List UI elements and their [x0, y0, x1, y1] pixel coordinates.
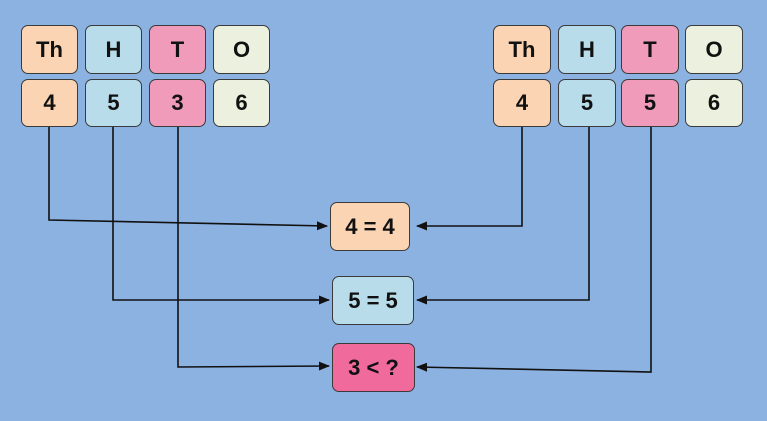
comparison-tens: 3 < ? — [332, 343, 415, 392]
right-digit-tens: 5 — [621, 79, 679, 127]
left-digit-thousands: 4 — [21, 79, 78, 127]
left-header-tens: T — [149, 25, 206, 74]
right-header-thousands: Th — [493, 25, 551, 74]
arrow-right-tens — [415, 127, 652, 373]
right-header-tens: T — [621, 25, 679, 74]
left-header-hundreds: H — [85, 25, 142, 74]
comparison-hundreds: 5 = 5 — [332, 276, 414, 325]
right-header-ones: O — [685, 25, 743, 74]
left-digit-hundreds: 5 — [85, 79, 142, 127]
arrow-left-thousands — [48, 127, 329, 231]
comparison-thousands: 4 = 4 — [330, 202, 410, 251]
left-header-thousands: Th — [21, 25, 78, 74]
arrow-left-hundreds — [112, 127, 331, 305]
arrow-right-hundreds — [415, 127, 590, 305]
right-digit-hundreds: 5 — [558, 79, 616, 127]
right-digit-ones: 6 — [685, 79, 743, 127]
right-digit-thousands: 4 — [493, 79, 551, 127]
left-header-ones: O — [213, 25, 270, 74]
left-digit-tens: 3 — [149, 79, 206, 127]
arrow-right-thousands — [415, 127, 523, 231]
arrow-left-tens — [177, 127, 331, 371]
right-header-hundreds: H — [558, 25, 616, 74]
left-digit-ones: 6 — [213, 79, 270, 127]
